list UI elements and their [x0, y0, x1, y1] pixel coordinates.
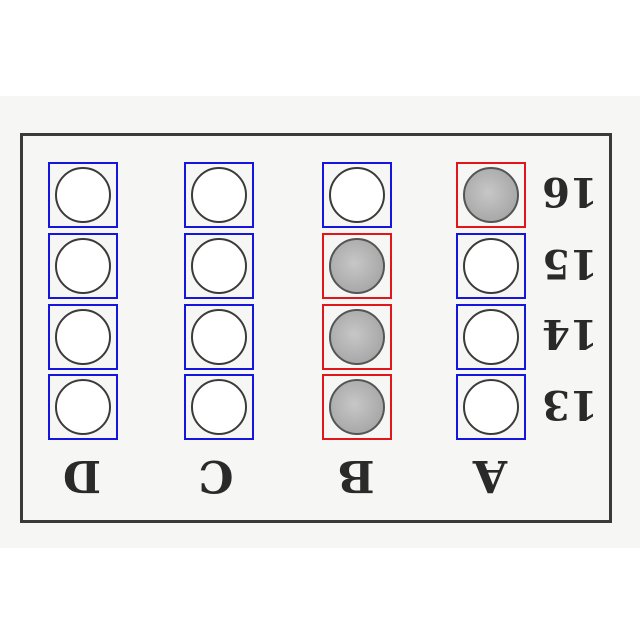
detected-empty-box [184, 233, 254, 299]
detected-filled-box [322, 304, 392, 370]
detected-empty-box [184, 374, 254, 440]
empty-bubble [55, 238, 111, 294]
detected-filled-box [322, 233, 392, 299]
answer-sheet-frame [20, 133, 612, 523]
column-label: C [198, 450, 234, 501]
row-label: 15 [542, 240, 598, 287]
detected-empty-box [184, 162, 254, 228]
empty-bubble [463, 309, 519, 365]
detected-empty-box [48, 162, 118, 228]
empty-bubble [55, 379, 111, 435]
detected-empty-box [48, 374, 118, 440]
column-label: A [472, 450, 508, 501]
filled-bubble [329, 309, 385, 365]
detected-empty-box [322, 162, 392, 228]
detected-filled-box [322, 374, 392, 440]
empty-bubble [191, 238, 247, 294]
detected-empty-box [456, 233, 526, 299]
empty-bubble [329, 167, 385, 223]
empty-bubble [191, 167, 247, 223]
row-label: 16 [542, 168, 598, 215]
column-label: B [337, 450, 375, 501]
detected-empty-box [184, 304, 254, 370]
empty-bubble [463, 379, 519, 435]
detected-empty-box [456, 374, 526, 440]
filled-bubble [329, 238, 385, 294]
empty-bubble [463, 238, 519, 294]
filled-bubble [329, 379, 385, 435]
detected-empty-box [48, 233, 118, 299]
row-label: 14 [542, 310, 598, 357]
empty-bubble [191, 309, 247, 365]
empty-bubble [55, 309, 111, 365]
detected-empty-box [456, 304, 526, 370]
empty-bubble [191, 379, 247, 435]
filled-bubble [463, 167, 519, 223]
empty-bubble [55, 167, 111, 223]
row-label: 13 [542, 381, 598, 428]
column-label: D [62, 450, 102, 501]
detected-filled-box [456, 162, 526, 228]
detected-empty-box [48, 304, 118, 370]
